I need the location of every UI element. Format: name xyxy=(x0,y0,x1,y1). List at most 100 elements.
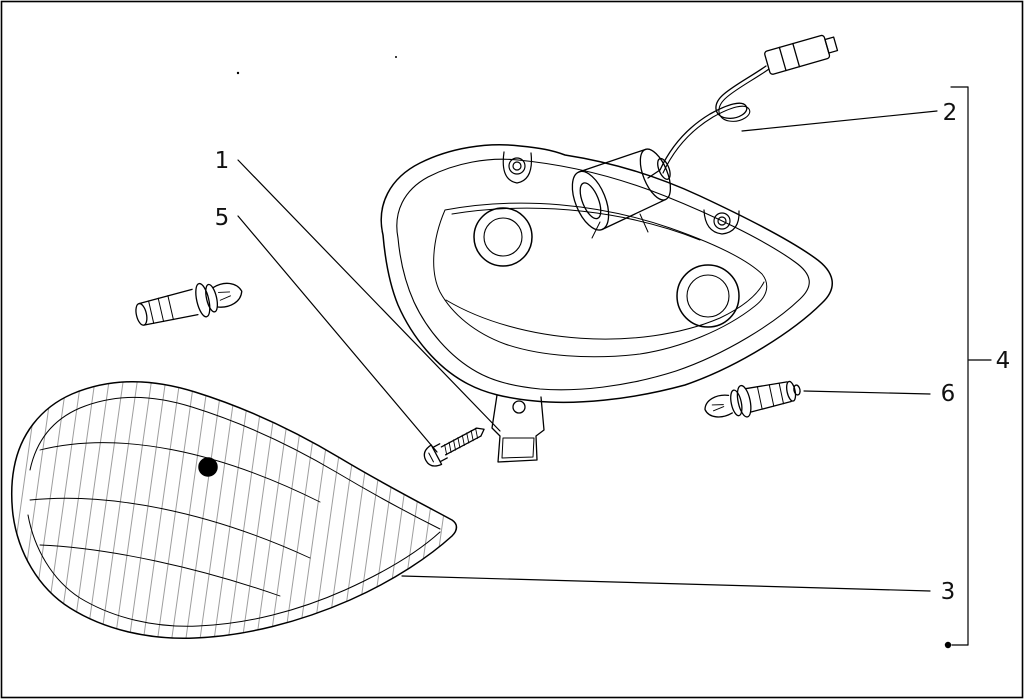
reflector-contour-line xyxy=(445,281,765,340)
bulb-base-bottom xyxy=(749,400,792,413)
ear-hole xyxy=(713,212,731,230)
ear-hole xyxy=(508,157,526,175)
housing-outer-outline xyxy=(380,144,833,404)
screw-collar xyxy=(431,443,441,449)
screw-shaft-bottom xyxy=(444,435,482,456)
callout-labels: 1 5 2 6 3 4 xyxy=(215,100,1011,605)
bulb-opening-left xyxy=(473,207,533,267)
bulb-opening-left-inner xyxy=(483,217,523,257)
lens-inner-rim-bottom xyxy=(27,514,441,627)
bulb-opening-right xyxy=(676,264,740,328)
bulb-base-rib xyxy=(768,384,775,407)
screw-collar xyxy=(439,457,448,463)
bracket-end-dot xyxy=(944,641,952,649)
callout-1: 1 xyxy=(215,148,230,174)
cylinder-front-inner xyxy=(579,182,602,220)
cable xyxy=(659,65,767,171)
leader-line-3 xyxy=(401,575,931,592)
mounting-tab-bottom xyxy=(491,394,545,463)
callout-6: 6 xyxy=(941,381,956,407)
print-speck xyxy=(236,71,240,75)
cylinder-bottom-edge xyxy=(601,198,667,231)
leader-line-2 xyxy=(741,110,938,132)
bulb-base-rib xyxy=(778,382,785,405)
connector-seam xyxy=(778,46,787,72)
callout-5: 5 xyxy=(215,205,230,231)
screw-threads xyxy=(444,427,479,456)
tab-outline xyxy=(491,394,545,463)
bulb-base-end xyxy=(786,380,797,402)
thread xyxy=(448,441,452,453)
bulb-filament xyxy=(219,295,231,301)
callout-4: 4 xyxy=(996,348,1011,374)
leader-line-1 xyxy=(237,159,501,432)
thread xyxy=(444,444,448,456)
bulb-base-top xyxy=(138,288,193,305)
bulb-socket-cylinder xyxy=(571,148,672,231)
bulb-contact xyxy=(793,384,801,396)
bulb-glass xyxy=(212,282,243,308)
bulb-base-rib xyxy=(167,295,174,321)
group-bracket-4 xyxy=(944,86,992,649)
cable-into-socket xyxy=(647,169,661,179)
screw-shaft-top xyxy=(440,427,478,448)
bulb-base-rib xyxy=(157,297,165,323)
bulb-filament xyxy=(218,291,231,293)
wiring-harness xyxy=(647,34,839,179)
callout-2: 2 xyxy=(943,100,958,126)
headlamp-housing xyxy=(380,144,833,463)
reflector-panel-outline xyxy=(433,202,768,358)
bulb-glass xyxy=(704,394,733,418)
lens-glass xyxy=(10,381,458,639)
cylinder-strut xyxy=(591,221,601,239)
tab-inner xyxy=(501,437,535,459)
cylinder-strut xyxy=(639,213,649,233)
lens-flow-line xyxy=(29,497,311,559)
bulb-base-rib xyxy=(756,386,763,410)
bulb-flange-2 xyxy=(205,283,219,313)
thread xyxy=(453,439,456,451)
bulb-opening-right-inner xyxy=(686,274,730,318)
housing-inner-rim xyxy=(396,158,810,391)
bulb-base-end xyxy=(135,302,148,326)
ear-outline xyxy=(703,209,740,235)
lens-outer-outline xyxy=(10,381,458,639)
lens-pilot-dot xyxy=(198,457,218,477)
thread xyxy=(466,432,470,444)
thread xyxy=(470,430,474,442)
cylinder-top-edge xyxy=(578,148,646,173)
leader-line-5 xyxy=(237,215,438,453)
ear-outline xyxy=(502,151,533,184)
bulb-flange xyxy=(730,389,743,417)
callout-3: 3 xyxy=(941,579,956,605)
print-speck xyxy=(395,56,397,58)
connector-body xyxy=(764,34,831,75)
bulb-filament xyxy=(711,404,724,406)
tab-hole xyxy=(512,400,526,414)
leader-line-6 xyxy=(803,390,931,395)
ear-hole-inner xyxy=(512,161,522,171)
thread xyxy=(457,437,461,449)
screw-head-slot xyxy=(428,452,434,463)
connector-seam xyxy=(792,42,801,68)
ear-hole-inner xyxy=(717,216,727,226)
bulb-right xyxy=(704,380,801,418)
bulb-base-top xyxy=(744,381,788,390)
bulb-base-rib xyxy=(148,300,155,324)
screw-head xyxy=(423,444,443,467)
thread xyxy=(475,427,479,439)
bulb-flange-2 xyxy=(736,384,752,418)
bulb-filament xyxy=(713,406,725,412)
connector-tab xyxy=(824,36,839,54)
lens-flow-line xyxy=(39,442,321,503)
mounting-ear-right xyxy=(703,209,740,235)
bulb-flange xyxy=(195,282,211,318)
bulb-left xyxy=(135,282,243,326)
mounting-ear-left xyxy=(502,151,533,184)
cylinder-front xyxy=(571,170,610,231)
lens-flow-line xyxy=(39,544,281,597)
lens-inner-rim-top xyxy=(29,396,441,530)
